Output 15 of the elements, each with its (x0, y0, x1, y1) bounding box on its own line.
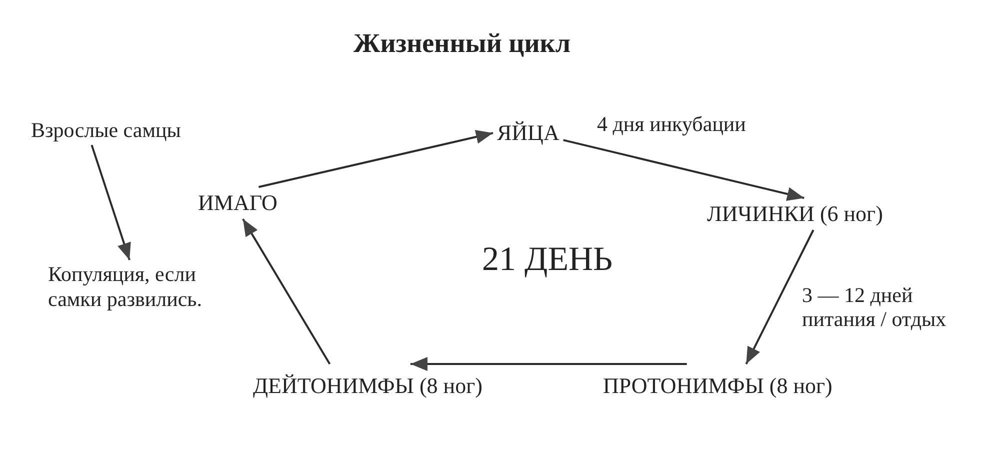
arrow (410, 357, 687, 371)
stage-label: ДЕЙТОНИМФЫ (8 ног) (249, 364, 486, 402)
stage-label: ИМАГО (194, 187, 282, 219)
stage-label: ПРОТОНИМФЫ (8 ног) (599, 364, 836, 402)
cycle-duration-label: 21 ДЕНЬ (482, 240, 613, 280)
arrow (563, 139, 804, 201)
arrow (258, 130, 494, 188)
stage-label: Копуляция, если самки развились. (44, 260, 234, 314)
stage-label: Взрослые самцы (27, 115, 185, 145)
stage-label: ЛИЧИНКИ (6 ног) (703, 198, 887, 230)
stage-label: ЯЙЦА (493, 117, 564, 149)
arrow (90, 144, 131, 260)
title: Жизненный цикл (352, 27, 572, 59)
arrow (242, 218, 331, 365)
arrow (745, 230, 814, 364)
